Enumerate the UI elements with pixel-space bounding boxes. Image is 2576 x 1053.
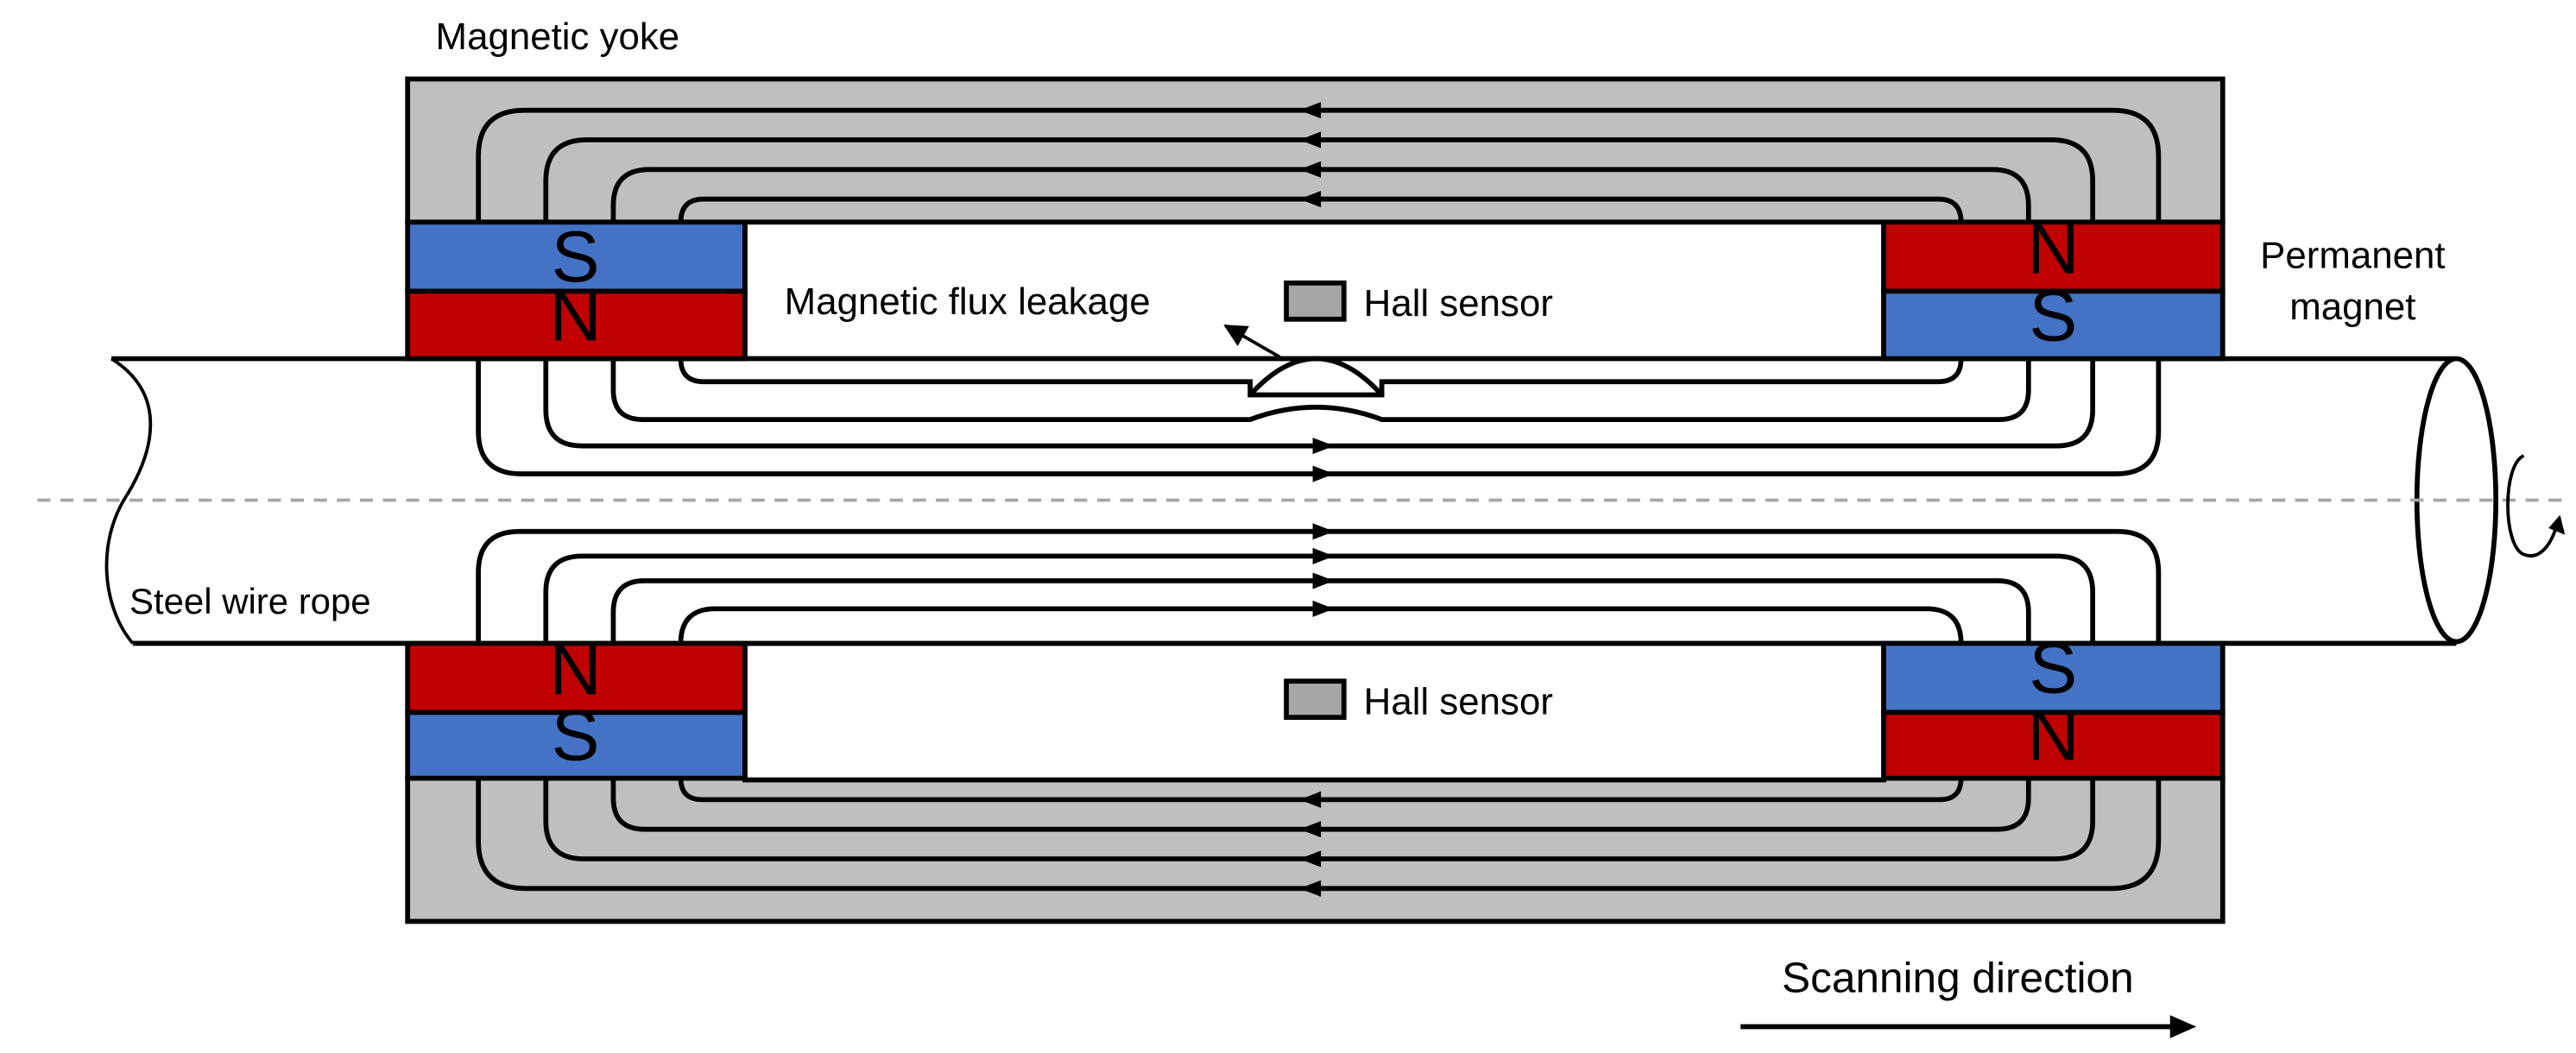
flux-arrow-left — [1299, 102, 1322, 119]
magnet-top-right: N S — [1881, 207, 2226, 362]
flux-arrow-right — [1312, 547, 1335, 564]
flux-arrow-left — [1299, 791, 1322, 808]
permanent-magnet-label-line1: Permanent — [2260, 235, 2445, 277]
flux-arrow-right — [1312, 438, 1335, 455]
flux-arrow-right — [1312, 572, 1335, 590]
flux-line — [610, 358, 2031, 422]
magnet-top-left: S N — [405, 216, 748, 362]
flux-arrow-left — [1299, 191, 1322, 208]
pole-label: S — [2029, 627, 2077, 709]
magnetic-yoke-label: Magnetic yoke — [436, 16, 680, 58]
magnet-bottom-right: S N — [1881, 627, 2226, 781]
flux-direction-arrows — [1299, 102, 1335, 897]
hall-sensor-label-bottom: Hall sensor — [1364, 680, 1553, 722]
magnet-bottom-left: N S — [405, 628, 748, 781]
flux-arrow-left — [1299, 161, 1322, 178]
pole-label: N — [549, 275, 602, 356]
pole-label: N — [2027, 207, 2080, 288]
permanent-magnet-label-line2: magnet — [2289, 286, 2415, 328]
flux-arrow-left — [1299, 850, 1322, 867]
pole-label: N — [549, 628, 602, 709]
leakage-arrow — [1223, 324, 1281, 359]
pole-label: N — [2027, 695, 2080, 776]
steel-wire-rope-label: Steel wire rope — [129, 581, 371, 621]
hall-sensor-top — [1284, 281, 1347, 322]
pole-label: S — [2029, 275, 2077, 356]
pole-label: S — [552, 216, 600, 297]
flux-arrow-left — [1299, 880, 1322, 897]
scanning-direction-label: Scanning direction — [1782, 953, 2134, 1001]
flux-arrow-left — [1299, 131, 1322, 148]
flux-arrow-left — [1299, 821, 1322, 838]
magnetic-flux-leakage-label: Magnetic flux leakage — [785, 281, 1151, 323]
hall-sensor-label-top: Hall sensor — [1364, 282, 1553, 325]
flux-bulge — [1248, 356, 1384, 397]
rope-break-line — [104, 356, 153, 645]
flux-arrow-right — [1312, 523, 1335, 540]
hall-sensor-bottom — [1284, 678, 1347, 720]
flux-arrow-right — [1312, 600, 1335, 617]
pole-label: S — [552, 695, 600, 776]
rotation-arrow-icon — [2506, 454, 2566, 558]
flux-line — [678, 358, 1964, 398]
scanning-direction-arrowhead — [2169, 1015, 2197, 1038]
flux-arrow-right — [1312, 465, 1335, 482]
